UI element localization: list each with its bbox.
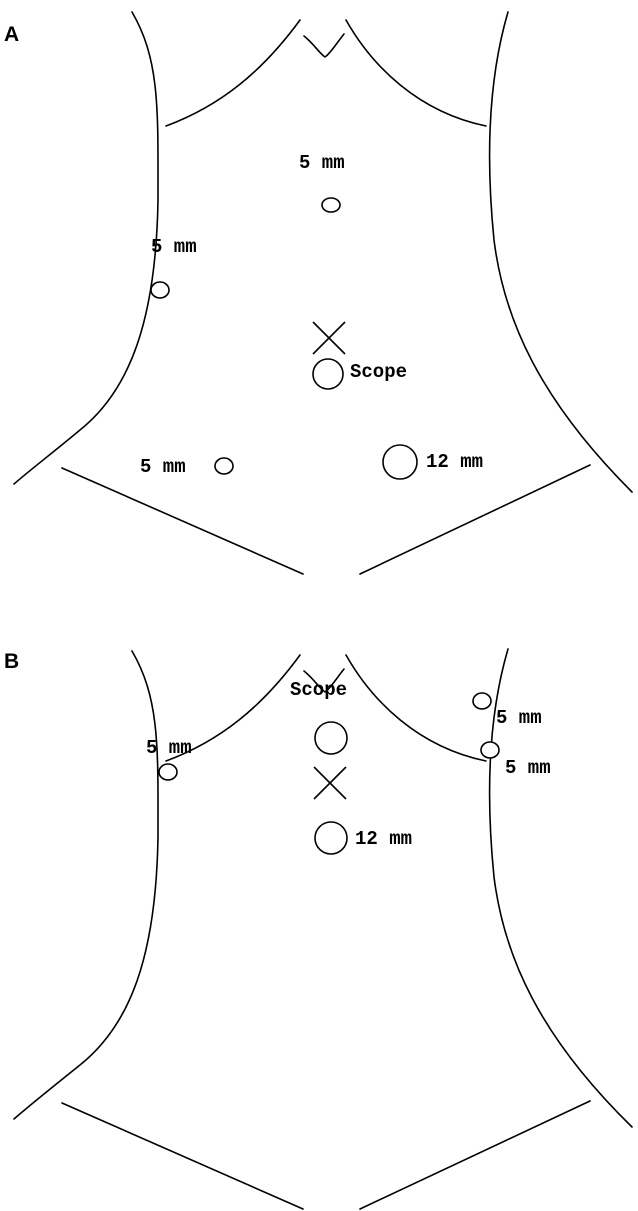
groin-line-left — [62, 1103, 303, 1209]
port-label: 12 mm — [355, 828, 412, 850]
umbilicus-marker — [314, 767, 346, 799]
umbilicus-marker — [313, 322, 345, 354]
trocar-port-12mm — [383, 445, 417, 479]
scope-port — [315, 722, 347, 754]
port-label: Scope — [350, 361, 407, 383]
trocar-port — [215, 458, 233, 474]
chest-line-left — [166, 20, 300, 126]
port-label: 12 mm — [426, 451, 483, 473]
groin-line-right — [360, 465, 590, 574]
trocar-port — [473, 693, 491, 709]
trocar-port-12mm — [315, 822, 347, 854]
port-label: 5 mm — [496, 707, 542, 729]
torso-left-edge — [14, 12, 158, 484]
chest-line-right — [346, 20, 486, 126]
groin-line-right — [360, 1101, 590, 1209]
trocar-port — [481, 742, 499, 758]
trocar-port — [159, 764, 177, 780]
trocar-port — [151, 282, 169, 298]
sternal-notch — [304, 34, 344, 57]
trocar-port — [322, 198, 340, 212]
groin-line-left — [62, 468, 303, 574]
port-label: 5 mm — [299, 152, 345, 174]
panel-a: A 5 mm 5 mm Scope 5 mm 12 mm — [0, 0, 638, 600]
torso-left-edge — [14, 651, 158, 1119]
port-label: Scope — [290, 679, 347, 701]
port-label: 5 mm — [151, 236, 197, 258]
torso-right-edge — [490, 12, 632, 492]
panel-b: B Scope 5 mm 5 mm 5 mm 12 mm — [0, 611, 638, 1211]
chest-line-right — [346, 655, 486, 761]
port-label: 5 mm — [146, 737, 192, 759]
panel-letter: A — [4, 23, 19, 46]
scope-port — [313, 359, 343, 389]
torso-diagram-a: A 5 mm 5 mm Scope 5 mm 12 mm — [0, 0, 638, 600]
torso-diagram-b: B Scope 5 mm 5 mm 5 mm 12 mm — [0, 611, 638, 1211]
port-label: 5 mm — [505, 757, 551, 779]
port-label: 5 mm — [140, 456, 186, 478]
panel-letter: B — [4, 650, 19, 673]
